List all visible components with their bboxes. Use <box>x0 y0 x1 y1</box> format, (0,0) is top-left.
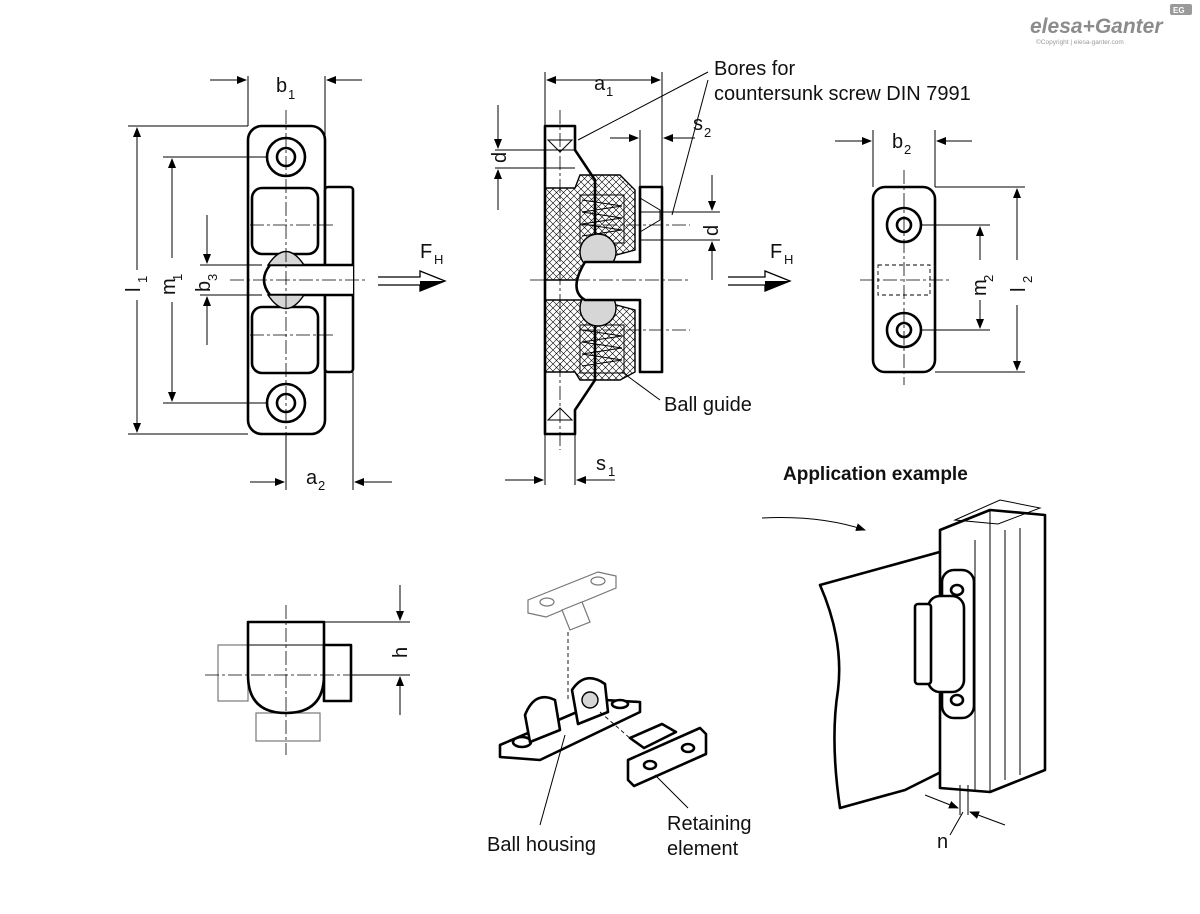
badge-text: EG <box>1173 6 1185 15</box>
label-a2: a <box>306 467 318 489</box>
label-a1: a <box>594 73 606 95</box>
svg-text:2: 2 <box>904 142 911 157</box>
callout-retaining-line1: Retaining <box>667 813 752 835</box>
badge-icon <box>1170 4 1192 15</box>
application-example <box>761 499 1047 836</box>
label-b1: b <box>276 75 287 97</box>
exploded-view <box>498 571 708 826</box>
svg-text:1: 1 <box>606 84 613 99</box>
upper-roller <box>250 186 320 256</box>
exploded-view-labels: Ball housing Retaining element <box>487 813 752 860</box>
label-b3: b <box>193 281 215 292</box>
label-d-right: d <box>701 225 723 236</box>
label-d-left: d <box>489 152 511 163</box>
label-m2: m <box>969 279 991 296</box>
application-labels: Application example n <box>783 464 968 853</box>
callout-ball-guide: Ball guide <box>664 394 752 416</box>
retaining-element-labels: b 2 m 2 l 2 <box>892 131 1035 296</box>
label-m1: m <box>158 278 180 295</box>
svg-text:2: 2 <box>318 478 325 493</box>
svg-text:2: 2 <box>981 275 996 282</box>
iso-roller-front <box>523 695 562 744</box>
retaining-element-view <box>835 130 1025 385</box>
label-fh-left: F <box>420 241 432 263</box>
label-h: h <box>390 647 412 658</box>
callout-bores-line2: countersunk screw DIN 7991 <box>714 83 971 105</box>
svg-text:1: 1 <box>608 464 615 479</box>
logo-text: elesa+Ganter <box>1030 15 1164 38</box>
application-example-title: Application example <box>783 464 968 485</box>
svg-text:3: 3 <box>205 274 220 281</box>
brand-logo: elesa+Ganter EG ©Copyright | elesa-gante… <box>1030 4 1192 46</box>
svg-text:1: 1 <box>288 87 295 102</box>
label-fh-right: F <box>770 241 782 263</box>
label-l1: l <box>123 288 145 292</box>
callout-retaining-line2: element <box>667 838 739 860</box>
section-latch <box>575 185 664 374</box>
label-s1: s <box>596 453 606 475</box>
callout-ball-housing: Ball housing <box>487 834 596 856</box>
iso-retainer <box>626 726 708 788</box>
label-s2: s <box>693 113 703 135</box>
svg-text:H: H <box>784 252 793 267</box>
app-retainer <box>913 602 933 686</box>
section-view-labels: a 1 d s 2 d s 1 F H Bores for countersun… <box>489 58 971 479</box>
svg-text:2: 2 <box>704 125 711 140</box>
copyright-text: ©Copyright | elesa-ganter.com <box>1036 38 1124 46</box>
svg-text:1: 1 <box>170 274 185 281</box>
label-l2: l <box>1008 288 1030 292</box>
side-latch <box>322 643 353 703</box>
label-n: n <box>937 831 948 853</box>
app-rollers <box>926 594 966 694</box>
front-view-labels: b 1 l 1 m 1 b 3 a 2 F H <box>123 75 443 493</box>
label-b2: b <box>892 131 903 153</box>
lower-roller <box>250 305 320 375</box>
svg-text:2: 2 <box>1020 276 1035 283</box>
callout-bores-line1: Bores for <box>714 58 795 80</box>
side-view <box>205 585 410 755</box>
front-view <box>128 76 447 490</box>
svg-text:1: 1 <box>135 276 150 283</box>
svg-text:H: H <box>434 252 443 267</box>
section-view <box>494 71 792 485</box>
